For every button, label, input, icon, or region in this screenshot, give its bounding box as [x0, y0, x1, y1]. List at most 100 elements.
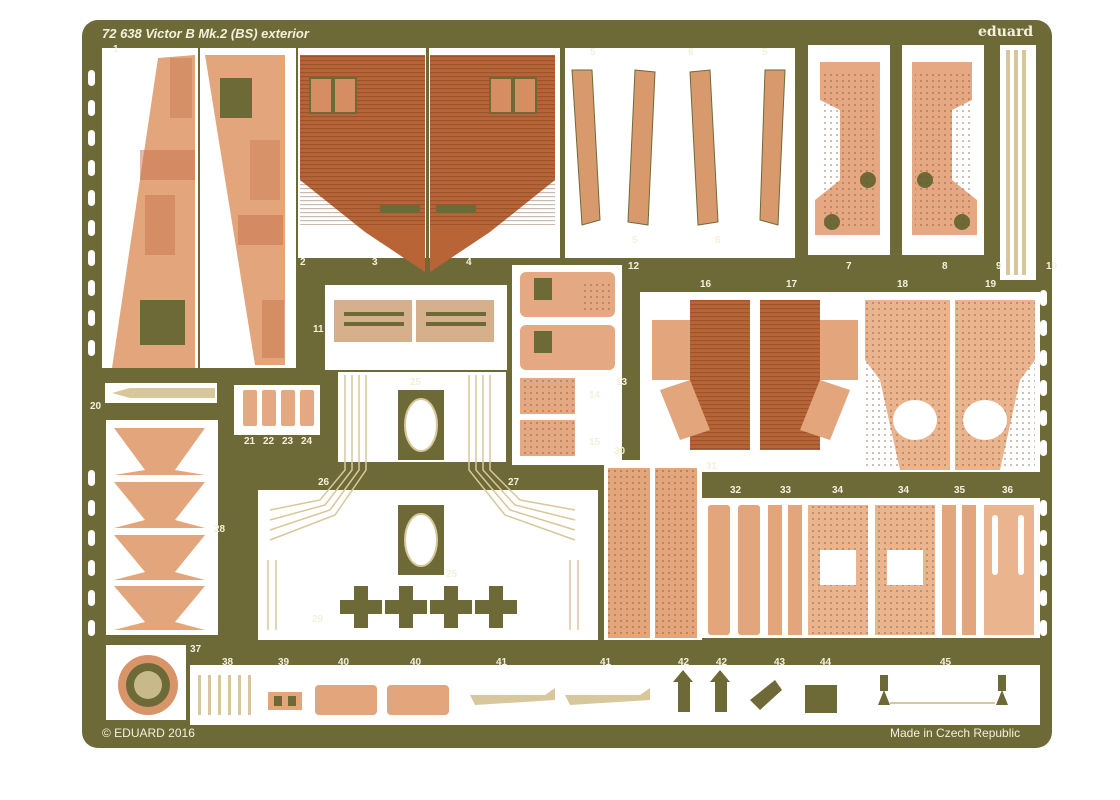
- part-number-label: 41: [600, 657, 612, 668]
- part-number-label: 28: [214, 524, 226, 535]
- part-35: [942, 505, 976, 635]
- part-number-label: 5: [762, 47, 768, 58]
- part-14: [520, 378, 575, 414]
- part-20: [112, 388, 215, 398]
- part-45: [878, 675, 1008, 705]
- left-edge-holes: [88, 70, 95, 636]
- part-32: [708, 505, 760, 635]
- part-number-label: 27: [508, 477, 520, 488]
- part-34: [808, 505, 935, 635]
- part-number-label: 23: [282, 436, 294, 447]
- part-number-label: 40: [410, 657, 422, 668]
- part-number-label: 15: [589, 437, 601, 448]
- part-31: [655, 468, 697, 638]
- part-number-label: 7: [846, 261, 852, 272]
- part-44: [805, 685, 837, 713]
- part-number-label: 44: [820, 657, 832, 668]
- part-number-label: 20: [90, 401, 102, 412]
- part-number-label: 31: [706, 461, 718, 472]
- part-number-label: 42: [716, 657, 728, 668]
- part-number-label: 24: [301, 436, 313, 447]
- fret-title: 72 638 Victor B Mk.2 (BS) exterior: [102, 26, 309, 41]
- origin-text: Made in Czech Republic: [890, 726, 1021, 740]
- part-39: [268, 692, 302, 710]
- part-5: [571, 69, 656, 226]
- part-8: [912, 62, 977, 235]
- part-number-label: 25: [410, 377, 422, 388]
- part-1: [112, 55, 195, 368]
- part-40: [315, 685, 449, 715]
- part-15: [520, 420, 575, 456]
- part-number-label: 40: [338, 657, 350, 668]
- copyright-text: © EDUARD 2016: [102, 726, 195, 740]
- door-divider-bar: [426, 48, 429, 276]
- part-number-label: 29: [312, 614, 324, 625]
- part-number-label: 43: [774, 657, 786, 668]
- part-number-label: 8: [942, 261, 948, 272]
- part-36: [984, 505, 1034, 635]
- part-2: [205, 55, 285, 365]
- part-number-label: 10: [1046, 261, 1058, 272]
- part-number-label: 21: [244, 436, 256, 447]
- part-number-label: 4: [466, 257, 472, 268]
- part-42: [673, 670, 730, 712]
- part-number-label: 38: [222, 657, 234, 668]
- part-7: [815, 62, 880, 235]
- part-16: [652, 300, 750, 450]
- part-number-label: 39: [278, 657, 290, 668]
- part-number-label: 19: [985, 279, 997, 290]
- part-number-label: 34: [898, 485, 910, 496]
- part-12: [520, 272, 615, 317]
- part-number-label: 25: [446, 569, 458, 580]
- part-number-label: 34: [832, 485, 844, 496]
- part-37: [118, 655, 178, 715]
- part-9-10: [1000, 45, 1036, 280]
- part-number-label: 45: [940, 657, 952, 668]
- part-number-label: 9: [996, 261, 1002, 272]
- part-6: [689, 69, 786, 226]
- part-number-label: 1: [113, 44, 119, 55]
- part-number-label: 6: [715, 235, 721, 246]
- part-number-label: 35: [954, 485, 966, 496]
- part-number-label: 5: [632, 235, 638, 246]
- part-number-label: 32: [730, 485, 742, 496]
- part-number-label: 16: [700, 279, 712, 290]
- part-number-label: 5: [590, 47, 596, 58]
- part-number-label: 11: [313, 324, 324, 335]
- part-26-27: [267, 375, 579, 630]
- part-13: [520, 325, 615, 370]
- part-number-label: 6: [688, 47, 694, 58]
- part-33: [768, 505, 802, 635]
- part-number-label: 41: [496, 657, 508, 668]
- part-30: [608, 468, 650, 638]
- part-41: [470, 688, 650, 705]
- part-number-label: 3: [372, 257, 378, 268]
- part-43: [750, 680, 782, 710]
- part-19: [955, 300, 1035, 470]
- part-number-label: 37: [190, 644, 202, 655]
- part-number-label: 18: [897, 279, 909, 290]
- part-number-label: 2: [300, 257, 306, 268]
- part-11: [334, 300, 494, 342]
- part-number-label: 30: [614, 446, 626, 457]
- part-29: [340, 586, 517, 628]
- part-28: [114, 428, 205, 630]
- part-17: [760, 300, 858, 450]
- part-25: [398, 390, 444, 575]
- part-number-label: 13: [616, 377, 628, 388]
- part-18: [865, 300, 950, 470]
- part-21-24: [243, 390, 314, 426]
- part-number-label: 14: [589, 390, 601, 401]
- part-38: [198, 675, 251, 715]
- part-4: [430, 55, 555, 272]
- right-edge-holes: [1040, 290, 1047, 636]
- part-number-label: 12: [628, 261, 640, 272]
- part-number-label: 42: [678, 657, 690, 668]
- part-number-label: 17: [786, 279, 798, 290]
- part-number-label: 36: [1002, 485, 1014, 496]
- part-number-label: 33: [780, 485, 792, 496]
- brand-logo-text: eduard: [978, 24, 1034, 40]
- part-number-label: 22: [263, 436, 275, 447]
- part-number-label: 26: [318, 477, 330, 488]
